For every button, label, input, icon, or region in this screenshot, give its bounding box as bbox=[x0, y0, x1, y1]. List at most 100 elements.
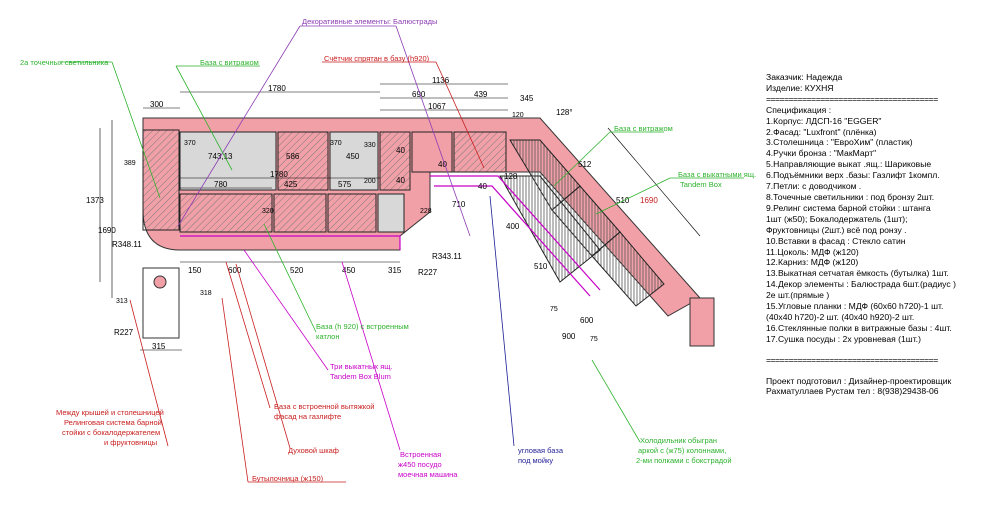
dim-780: 780 bbox=[214, 180, 228, 189]
dim-512: 512 bbox=[578, 160, 592, 169]
spec-line: 7.Петли: с доводчиком . bbox=[766, 181, 862, 192]
dim-40b: 40 bbox=[396, 176, 405, 185]
dim-370a: 370 bbox=[184, 140, 196, 147]
label-hood-base: База с встроенной вытяжкой bbox=[274, 402, 375, 411]
label-fridge-3: 2-ми полками с бокстрадой bbox=[636, 456, 732, 465]
spec-line: 12.Карниз: МДФ (ж120) bbox=[766, 257, 859, 268]
dim-128: 128 bbox=[504, 172, 518, 181]
label-corner-base-2: под мойку bbox=[518, 456, 554, 465]
spec-heading: Спецификация : bbox=[766, 104, 832, 115]
spec-line: 3.Столешница : "ЕвроХим" (пластик) bbox=[766, 137, 913, 148]
label-base-tandembox-2: Tandem Box bbox=[680, 180, 722, 189]
dim-75a: 75 bbox=[550, 306, 558, 313]
label-decor-balusters: Декоративные элементы: Балюстрады bbox=[302, 17, 438, 26]
spec-line: 6.Подъёмники верх .базы: Газлифт 1компл. bbox=[766, 170, 940, 181]
spec-line: 9.Релинг система барной стойки : штанга bbox=[766, 202, 931, 213]
spec-line: 5.Направляющие выкат .ящ.: Шариковые bbox=[766, 159, 932, 170]
dim-315b: 315 bbox=[152, 342, 166, 351]
dim-150: 150 bbox=[188, 266, 202, 275]
spec-line: 4.Ручки бронза : "МакМарт" bbox=[766, 148, 877, 159]
dim-1373: 1373 bbox=[86, 196, 104, 205]
dim-1780: 1780 bbox=[268, 84, 286, 93]
trim-lines bbox=[180, 175, 601, 297]
spec-line: 1.Корпус: ЛДСП-16 "EGGER" bbox=[766, 115, 882, 126]
spec-line: 11.Цоколь: МДФ (ж120) bbox=[766, 246, 859, 257]
dim-450b: 450 bbox=[342, 266, 356, 275]
spec-item: Изделие: КУХНЯ bbox=[766, 82, 834, 93]
dim-439: 439 bbox=[474, 90, 488, 99]
radius-227b: R227 bbox=[114, 328, 134, 337]
spec-line: (40х40 h720)-2 шт. (40х40 h920)-2 шт. bbox=[766, 311, 915, 322]
spec-designer: Рахматуллаев Рустам тел : 8(938)29438-06 bbox=[766, 386, 939, 397]
dim-315: 315 bbox=[388, 266, 402, 275]
upper-cabinets bbox=[142, 129, 507, 233]
spec-separator: ====================================== bbox=[766, 354, 938, 365]
dim-120: 120 bbox=[512, 112, 524, 119]
label-between-tabletop: Между крышей и столешницей bbox=[56, 408, 164, 417]
label-between-tabletop-4: и фруктовницы bbox=[104, 438, 158, 447]
label-showcase-base-top: База с витражом bbox=[200, 58, 259, 67]
dim-128deg: 128° bbox=[556, 108, 573, 117]
label-showcase-base-right: База с витражом bbox=[614, 124, 673, 133]
spec-prepared: Проект подготовил : Дизайнер-проектировщ… bbox=[766, 375, 952, 386]
label-corner-base: угловая база bbox=[518, 446, 563, 455]
radius-343: R343.11 bbox=[432, 252, 462, 261]
dim-425: 425 bbox=[284, 180, 298, 189]
label-dishwasher-3: моечная машина bbox=[398, 470, 458, 479]
dimension-lines bbox=[99, 83, 701, 351]
dim-600b: 600 bbox=[580, 316, 594, 325]
spec-customer: Заказчик: Надежда bbox=[766, 72, 843, 82]
spec-separator: ====================================== bbox=[766, 93, 938, 104]
dim-400: 400 bbox=[506, 222, 520, 231]
dim-320: 320 bbox=[262, 208, 274, 215]
dim-510b: 510 bbox=[534, 262, 548, 271]
dim-586: 586 bbox=[286, 152, 300, 161]
dim-1136: 1136 bbox=[432, 76, 450, 85]
label-fridge-2: аркой с (ж75) колоннами, bbox=[638, 446, 727, 455]
dim-370b: 370 bbox=[330, 140, 342, 147]
specification-panel: Заказчик: Надежда Изделие: КУХНЯ =======… bbox=[766, 72, 986, 397]
dim-1067: 1067 bbox=[428, 102, 446, 111]
label-base-builtin-2: катлон bbox=[316, 332, 340, 341]
spec-line: 13.Выкатная сетчатая ёмкость (бутылка) 1… bbox=[766, 268, 949, 279]
spec-line: 8.Точечные светильники : под бронзу 2шт. bbox=[766, 191, 935, 202]
dim-40d: 40 bbox=[478, 182, 487, 191]
dim-575: 575 bbox=[338, 180, 352, 189]
dim-1780b: 1780 bbox=[270, 170, 288, 179]
dim-228: 228 bbox=[420, 208, 432, 215]
spec-line: 2.Фасад: "Luxfront" (плёнка) bbox=[766, 126, 877, 137]
label-three-drawers-2: Tandem Box Blum bbox=[330, 372, 391, 381]
spec-line: 17.Сушка посуды : 2х уровневая (1шт.) bbox=[766, 333, 921, 344]
dim-389: 389 bbox=[124, 160, 136, 167]
dim-600: 600 bbox=[228, 266, 242, 275]
dim-345: 345 bbox=[520, 94, 534, 103]
spec-line: 2е шт.(прямые ) bbox=[766, 290, 830, 301]
label-dishwasher: Встроенная bbox=[400, 450, 442, 459]
label-spotlights: 2а точечных светильника bbox=[20, 58, 109, 67]
label-bottle-rack: Бутылочница (ж150) bbox=[252, 474, 324, 483]
label-dishwasher-2: ж450 посудо bbox=[398, 460, 442, 469]
fridge-frame bbox=[689, 297, 715, 347]
dim-318: 318 bbox=[200, 290, 212, 297]
label-between-tabletop-2: Релинговая система барной bbox=[64, 418, 162, 427]
dim-313: 313 bbox=[116, 298, 128, 305]
spec-line: Фруктовницы (2шт.) всё под ронзу . bbox=[766, 224, 907, 235]
label-between-tabletop-3: стойки с бокалодержателем bbox=[62, 428, 161, 437]
dim-900: 900 bbox=[562, 332, 576, 341]
dim-75b: 75 bbox=[590, 336, 598, 343]
spec-line: 14.Декор элементы : Балюстрада 6шт.(ради… bbox=[766, 279, 956, 290]
dim-200: 200 bbox=[364, 178, 376, 185]
spec-line: 10.Вставки в фасад : Стекло сатин bbox=[766, 235, 906, 246]
label-base-tandembox: База с выкатными ящ. bbox=[678, 170, 757, 179]
spec-line: 16.Стеклянные полки в витражные базы : 4… bbox=[766, 322, 952, 333]
label-oven-cabinet: Духовой шкаф bbox=[288, 446, 339, 455]
spec-line: 15.Угловые планки : МДФ (60х60 h720)-1 ш… bbox=[766, 301, 944, 312]
dim-450: 450 bbox=[346, 152, 360, 161]
dim-690: 690 bbox=[412, 90, 426, 99]
bar-stand bbox=[142, 267, 180, 339]
spec-line: 1шт (ж50); Бокалодержатель (1шт); bbox=[766, 213, 908, 224]
diagonal-cabinets bbox=[499, 139, 665, 307]
dim-330: 330 bbox=[364, 142, 376, 149]
